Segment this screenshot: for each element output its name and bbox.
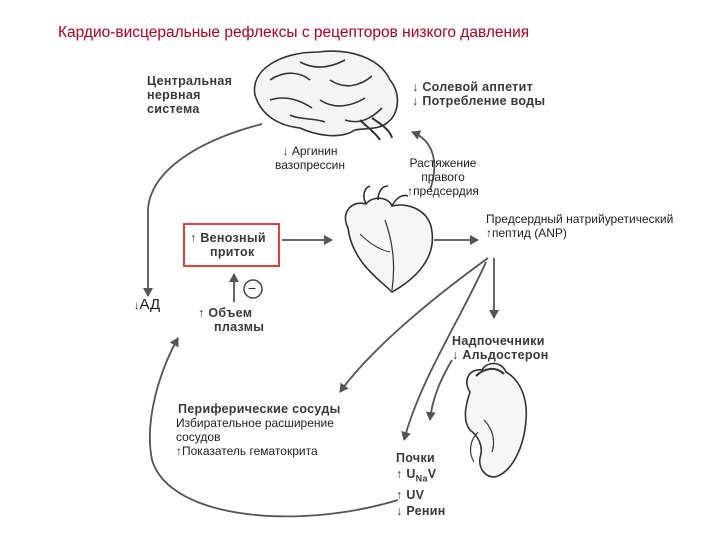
arrow-down-icon <box>412 80 419 94</box>
plasma-volume-label: Объем плазмы <box>198 306 264 334</box>
blood-pressure-label: АД <box>134 296 160 313</box>
arrow-up-icon <box>396 467 403 481</box>
vessels-details: Избирательное расширение сосудов Показат… <box>176 416 334 458</box>
stretch-line-3: предсердия <box>413 184 479 198</box>
minus-sign: − <box>248 280 256 296</box>
blood-pressure-text: АД <box>140 296 161 313</box>
plasma-line-1: Объем <box>208 306 252 320</box>
vasopressin-line-2: вазопрессин <box>270 158 350 172</box>
salt-appetite-item: Солевой аппетит <box>412 80 545 94</box>
uv-text: UV <box>406 488 424 502</box>
cns-line-3: система <box>147 102 232 116</box>
water-intake-text: Потребление воды <box>422 94 545 108</box>
arrow-up-icon <box>190 231 197 245</box>
arrow-down-icon <box>282 144 288 158</box>
venous-return-label: Венозный приток <box>190 231 266 259</box>
atrial-stretch-label: Растяжение правого предсердия <box>398 156 488 198</box>
arrow-down-icon <box>412 94 419 108</box>
arrow-cns-to-ad <box>148 124 262 296</box>
venous-line-2: приток <box>190 245 266 259</box>
vessels-line-1: Избирательное расширение <box>176 416 334 430</box>
renin-text: Ренин <box>406 504 445 518</box>
vessels-line-2: сосудов <box>176 430 334 444</box>
aldosterone-text: Альдостерон <box>462 348 548 362</box>
heart-illustration <box>345 186 432 292</box>
kidney-illustration <box>465 363 526 476</box>
arrow-adrenal-to-kidney <box>430 360 452 420</box>
water-intake-item: Потребление воды <box>412 94 545 108</box>
vessels-heading: Периферические сосуды <box>178 402 341 416</box>
anp-label: Предсердный натрийуретический пептид (AN… <box>486 212 673 240</box>
vasopressin-label: Аргинин вазопрессин <box>270 144 350 172</box>
hematocrit-text: Показатель гематокрита <box>182 444 318 458</box>
una-main: U <box>406 467 415 481</box>
kidney-heading: Почки <box>396 450 446 466</box>
plasma-line-2: плазмы <box>198 320 264 334</box>
arrow-up-icon <box>198 306 205 320</box>
cns-label: Центральная нервная система <box>147 74 232 116</box>
cns-effects: Солевой аппетит Потребление воды <box>412 80 545 108</box>
arrow-down-icon <box>396 504 403 518</box>
adrenal-heading: Надпочечники <box>452 334 549 348</box>
anp-line-2: пептид (ANP) <box>492 226 567 240</box>
stretch-line-1: Растяжение <box>398 156 488 170</box>
arrow-up-icon <box>396 488 403 502</box>
cns-line-1: Центральная <box>147 74 232 88</box>
vasopressin-line-1: Аргинин <box>292 144 338 158</box>
una-sub: Na <box>416 474 428 484</box>
adrenal-label: Надпочечники Альдостерон <box>452 334 549 362</box>
arrow-down-icon <box>452 348 459 362</box>
cns-line-2: нервная <box>147 88 232 102</box>
una-tail: V <box>428 467 437 481</box>
anp-line-1: Предсердный натрийуретический <box>486 212 673 226</box>
stretch-line-2: правого <box>398 170 488 184</box>
venous-line-1: Венозный <box>200 231 266 245</box>
salt-appetite-text: Солевой аппетит <box>422 80 533 94</box>
brain-illustration <box>254 51 397 140</box>
arrow-anp-to-vessels <box>340 258 488 392</box>
kidney-label: Почки UNaV UV Ренин <box>396 450 446 519</box>
